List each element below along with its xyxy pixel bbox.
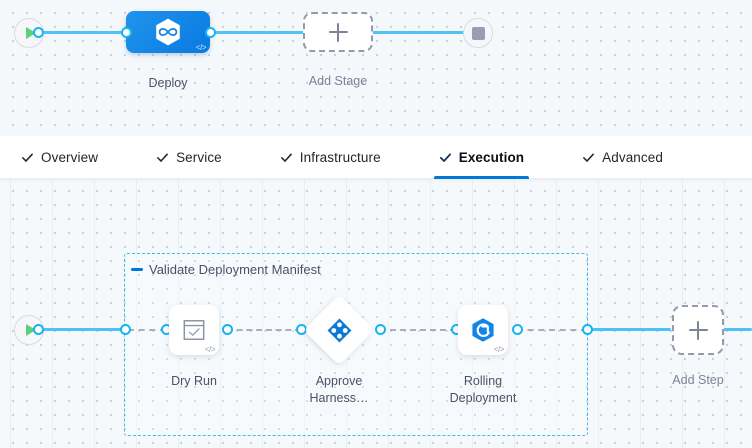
rolling-deployment-hexagon-icon	[472, 318, 494, 342]
port-rolling-out[interactable]	[512, 324, 523, 335]
port-group-in[interactable]	[120, 324, 131, 335]
stage-label-deploy: Deploy	[148, 76, 188, 90]
step-label-dry-run: Dry Run	[171, 374, 217, 388]
port-start-out[interactable]	[33, 27, 44, 38]
execution-canvas[interactable]: Validate Deployment Manifest </> Dry Run	[0, 178, 752, 448]
code-badge-icon: </>	[195, 43, 207, 52]
port-dryrun-out[interactable]	[222, 324, 233, 335]
collapse-dash-icon[interactable]	[131, 268, 143, 271]
tab-label: Execution	[458, 149, 525, 165]
edge-rolling-to-group-end	[517, 329, 587, 331]
plus-icon	[688, 320, 708, 340]
pipeline-end-node[interactable]	[463, 18, 493, 48]
harness-infinity-hexagon-icon	[156, 18, 180, 46]
step-label-rolling-deployment: Rolling Deployment	[449, 374, 517, 405]
tab-label: Infrastructure	[299, 149, 381, 165]
tab-overview[interactable]: Overview	[8, 136, 111, 178]
add-stage-label: Add Stage	[308, 74, 368, 88]
edge-approve-to-rolling	[380, 329, 456, 331]
play-icon	[25, 324, 36, 336]
port-approve-out[interactable]	[375, 324, 386, 335]
port-deploy-out[interactable]	[205, 27, 216, 38]
tab-service[interactable]: Service	[143, 136, 235, 178]
play-icon	[25, 27, 36, 39]
code-badge-icon: </>	[204, 345, 216, 354]
code-badge-icon: </>	[493, 345, 505, 354]
check-icon	[439, 152, 451, 162]
edge-start-to-deploy	[38, 31, 160, 34]
tab-infrastructure[interactable]: Infrastructure	[267, 136, 394, 178]
stage-node-deploy[interactable]: </>	[126, 11, 210, 53]
add-stage-button[interactable]	[303, 12, 373, 52]
check-icon	[280, 153, 292, 162]
edge-addstage-to-end	[372, 31, 470, 34]
port-group-out[interactable]	[582, 324, 593, 335]
check-icon	[22, 153, 33, 162]
plus-icon	[328, 22, 348, 42]
stop-icon	[471, 26, 485, 40]
pipeline-start-node[interactable]	[14, 18, 44, 48]
step-label-approve-harness: Approve Harness…	[309, 374, 369, 405]
edge-deploy-to-addstage	[210, 31, 304, 34]
tab-active-underline	[433, 176, 530, 179]
stage-canvas[interactable]: </> Deploy Add Stage	[0, 0, 752, 136]
edge-group-to-dryrun	[128, 329, 166, 331]
tab-advanced[interactable]: Advanced	[569, 136, 676, 178]
tab-label: Service	[176, 149, 222, 165]
edge-group-to-addstep	[587, 328, 671, 331]
step-group-title: Validate Deployment Manifest	[149, 262, 321, 277]
stage-config-tabbar: Overview Service Infrastructure	[0, 136, 752, 179]
edge-addstep-out	[723, 328, 752, 331]
step-node-dry-run[interactable]: </>	[169, 305, 219, 355]
tab-label: Overview	[41, 149, 99, 165]
tab-label: Advanced	[602, 149, 663, 165]
add-step-button[interactable]	[672, 305, 724, 355]
step-group-header[interactable]: Validate Deployment Manifest	[131, 262, 321, 277]
edge-dryrun-to-approve	[227, 329, 301, 331]
checklist-window-icon	[183, 320, 205, 340]
check-icon	[157, 153, 168, 162]
check-icon	[583, 153, 595, 162]
edge-start-to-group	[38, 328, 126, 331]
step-node-rolling-deployment[interactable]: </>	[458, 305, 508, 355]
tab-list: Overview Service Infrastructure	[0, 136, 752, 179]
tab-execution[interactable]: Execution	[426, 136, 537, 179]
port-exec-start-out[interactable]	[33, 324, 44, 335]
port-deploy-in[interactable]	[121, 27, 132, 38]
add-step-label: Add Step	[672, 373, 724, 387]
